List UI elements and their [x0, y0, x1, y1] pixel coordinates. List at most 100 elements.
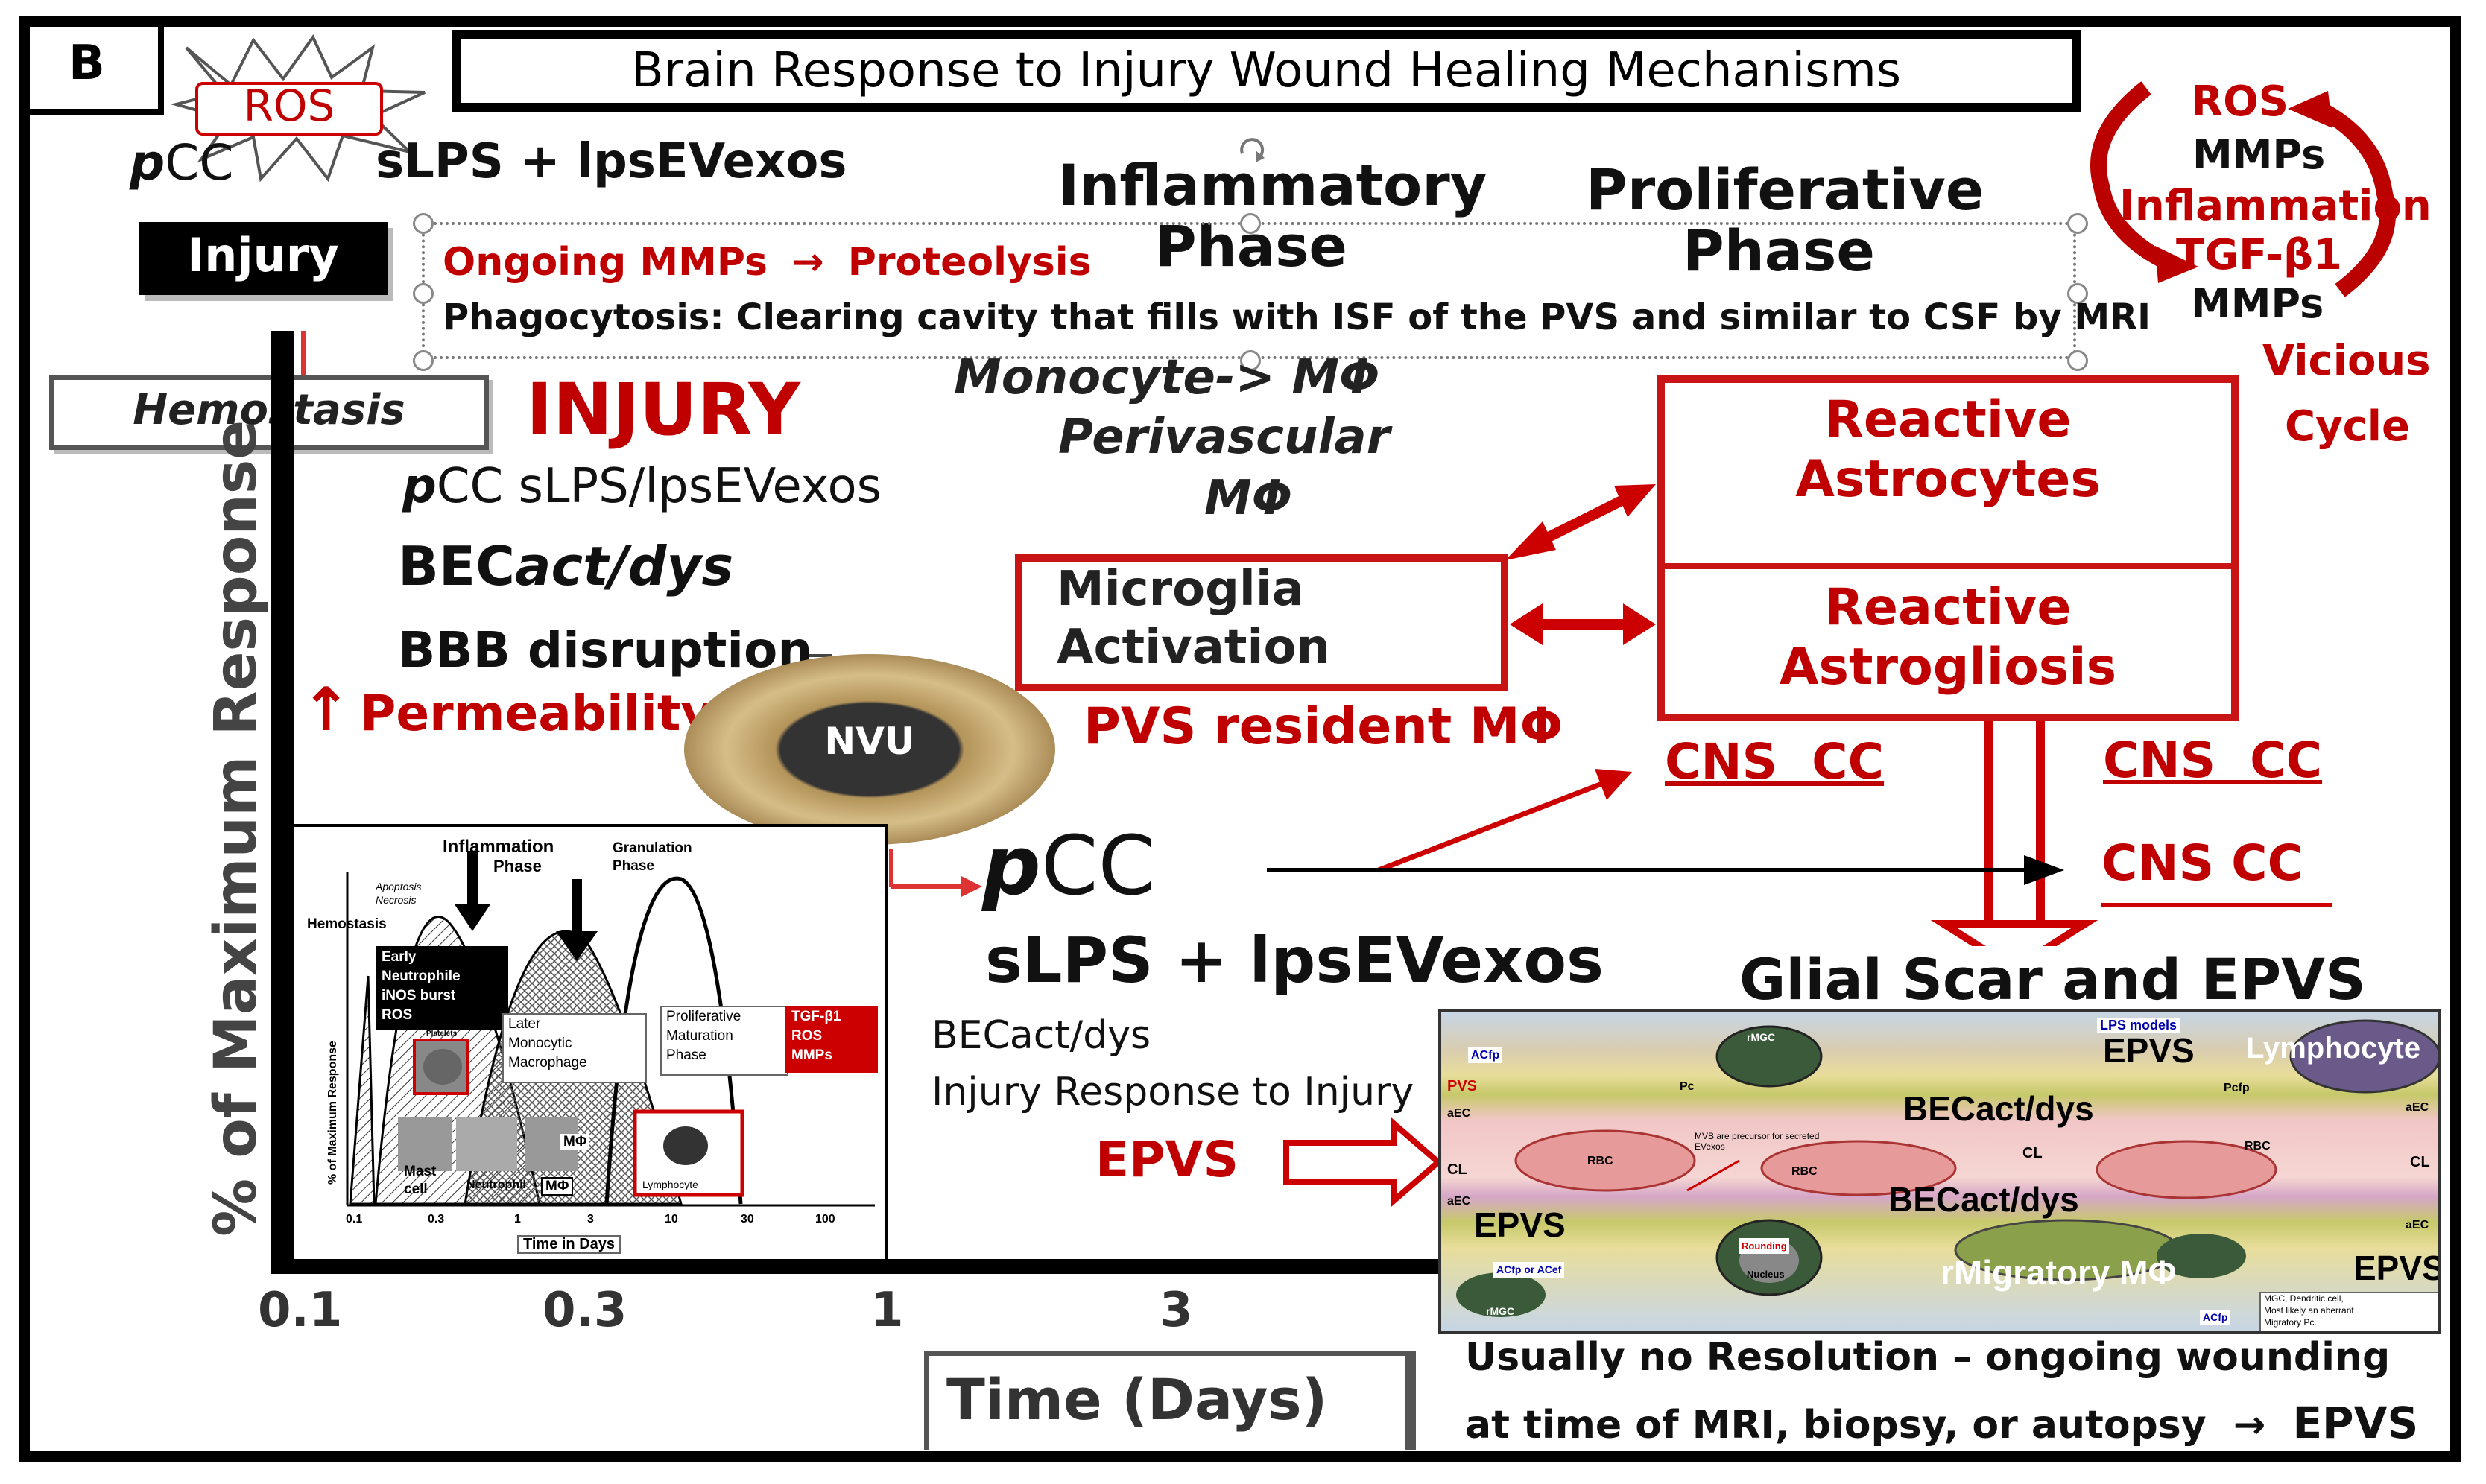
inset-figure: Inflammation Phase Granulation Phase Apo… — [291, 824, 888, 1262]
micro-mgc-note-box — [2259, 1292, 2438, 1331]
inset-tick-1: 0.1 — [346, 1213, 363, 1225]
vicious-cycle-arrows-icon — [2090, 81, 2396, 297]
inset-mast: Mast — [404, 1164, 437, 1179]
micro-cl-3: CL — [2410, 1154, 2430, 1170]
micro-rmgc-2: rMGC — [1486, 1305, 1515, 1317]
note-handle — [2067, 283, 2088, 304]
micro-epvs-2: EPVS — [1474, 1205, 1566, 1244]
inset-y-label: % of Maximum Response — [326, 1041, 339, 1185]
inflammatory-phase-1: Inflammatory — [1058, 152, 1487, 218]
injury-tag-box — [139, 222, 388, 295]
micro-rbc-3: RBC — [2245, 1140, 2271, 1152]
resolution-line1: Usually no Resolution – ongoing wounding — [1465, 1335, 2391, 1380]
pvs-resident: PVS resident MΦ — [1084, 697, 1563, 756]
note-line2: Phagocytosis: Clearing cavity that fills… — [443, 297, 2151, 338]
micro-actp: ACfp — [1468, 1047, 1503, 1063]
micro-lymphocyte: Lymphocyte — [2246, 1032, 2421, 1065]
monocyte-line1: Monocyte-> MΦ — [954, 350, 1380, 405]
becact-mid: BECact/dys — [932, 1013, 1151, 1058]
figure-frame — [19, 16, 2461, 1462]
inset-red-3: MMPs — [791, 1047, 832, 1063]
reactive-astrocytes-line2: Astrocytes — [1795, 450, 2101, 509]
cns-cc-1: CNS CC — [1665, 733, 1885, 790]
cycle-mmps-2: MMPs — [2191, 280, 2324, 327]
x-tick-4: 3 — [1160, 1283, 1193, 1338]
reactive-astrocytes-line1: Reactive — [1824, 390, 2072, 449]
inset-red-box — [785, 1006, 878, 1073]
micro-actp-2: ACfp — [2200, 1310, 2231, 1325]
micro-becact-2: BECact/dys — [1888, 1180, 2079, 1219]
x-axis-label-box — [924, 1351, 1416, 1450]
inset-apoptosis: Apoptosis — [376, 881, 422, 892]
inset-granulation-1: Granulation — [613, 840, 692, 856]
inset-neutrophil: Neutrophil — [466, 1179, 526, 1191]
micro-migratory: rMigratory MΦ — [1941, 1253, 2177, 1292]
note-handle — [413, 213, 434, 234]
micro-mgc-note-3: Migratory Pc. — [2264, 1317, 2317, 1328]
cycle-tgf: TGF-β1 — [2176, 231, 2342, 279]
cns-cc-3-underline — [2101, 903, 2332, 907]
inset-later-2: Monocytic — [508, 1036, 572, 1051]
micro-mvb: MVB are precursor for secreted EVexos — [1695, 1131, 1820, 1152]
micro-aec-3: aEC — [1447, 1195, 1471, 1208]
micro-becact-1: BECact/dys — [1903, 1089, 2094, 1128]
inset-tick-2: 0.3 — [428, 1213, 445, 1225]
title-box — [452, 30, 2081, 112]
inset-prolif-3: Phase — [666, 1047, 706, 1063]
inset-tick-4: 3 — [587, 1213, 594, 1225]
permeability: Permeability — [360, 685, 713, 742]
note-handle — [2067, 350, 2088, 371]
becact-left-b: act/dys — [514, 535, 734, 597]
up-arrow-icon: ↑ — [301, 675, 352, 744]
rotate-handle-icon — [1240, 138, 1265, 162]
injury-heading: INJURY — [526, 368, 800, 451]
x-tick-2: 0.3 — [543, 1283, 627, 1338]
micro-cl-2: CL — [2022, 1145, 2043, 1161]
micro-lps-models: LPS models — [2097, 1018, 2180, 1033]
pcc-mid-prefix: p — [982, 818, 1041, 913]
pcc-top: pCC — [130, 134, 233, 191]
inset-tick-5: 10 — [665, 1213, 678, 1225]
ros-label: ROS — [243, 80, 335, 131]
nvu-label: NVU — [824, 720, 915, 763]
inset-early-3: iNOS burst — [382, 988, 456, 1003]
reactive-astrogliosis-line2: Astrogliosis — [1779, 638, 2117, 697]
bbb-disruption: BBB disruption — [398, 621, 813, 679]
inset-later-1: Later — [508, 1016, 541, 1032]
micro-mgc-note-1: MGC, Dendritic cell, — [2264, 1293, 2344, 1304]
slps-top: sLPS + lpsEVexos — [376, 134, 847, 189]
reactive-astrogliosis-box — [1657, 563, 2239, 721]
resolution-text: at time of MRI, biopsy, or autopsy — [1465, 1403, 2207, 1447]
page-title: Brain Response to Injury Wound Healing M… — [630, 43, 1902, 98]
inset-tick-7: 100 — [815, 1213, 835, 1225]
y-axis-line — [271, 331, 294, 1269]
inset-red-2: ROS — [791, 1028, 823, 1044]
cycle-inflammation: Inflammation — [2119, 182, 2432, 230]
micro-pc: Pc — [1680, 1080, 1695, 1093]
inset-inflammation-1: Inflammation — [443, 837, 554, 857]
x-axis-line — [271, 1259, 1449, 1274]
inset-early-1: Early — [382, 949, 417, 965]
cycle-mmps-1: MMPs — [2192, 131, 2326, 178]
panel-letter-box — [30, 27, 164, 115]
micro-aec-2: aEC — [2406, 1101, 2429, 1114]
inset-mphi-box-2: MΦ — [560, 1134, 590, 1150]
inset-inflammation-2: Phase — [493, 857, 542, 875]
nvu-image — [684, 654, 1055, 845]
inset-platelets: Platelets — [426, 1030, 458, 1038]
microglia-box — [1015, 554, 1508, 691]
injury-tag: Injury — [187, 228, 339, 282]
microglia-line2: Activation — [1057, 620, 1330, 675]
cycle-word: Cycle — [2285, 402, 2410, 451]
pcc-left-prefix: p — [402, 459, 437, 514]
hemostasis-tag-box — [49, 375, 489, 450]
resolution-arrow: → — [2233, 1403, 2266, 1447]
reactive-divider — [1665, 563, 2231, 569]
micro-rbc-1: RBC — [1587, 1155, 1613, 1167]
micro-aec-1: aEC — [1447, 1107, 1471, 1120]
pcc-mid: pCC — [982, 818, 1155, 913]
pcc-top-prefix: p — [130, 134, 165, 191]
injury-response: Injury Response to Injury — [932, 1070, 1414, 1114]
inset-prolif-box — [660, 1006, 788, 1076]
